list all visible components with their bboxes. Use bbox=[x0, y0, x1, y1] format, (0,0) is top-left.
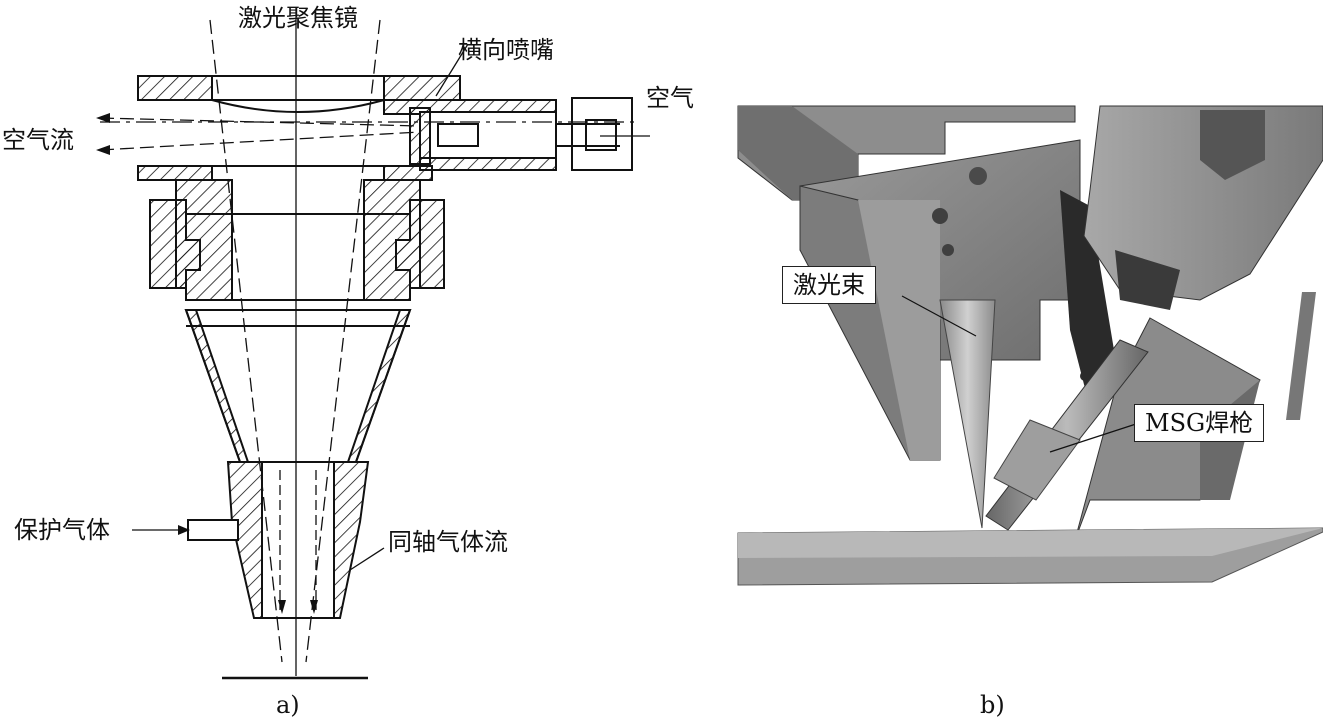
caption-b: b) bbox=[980, 691, 1005, 719]
panel-a-beam-lines bbox=[99, 8, 650, 676]
label-shielding-gas: 保护气体 bbox=[14, 516, 110, 544]
panel-b-render bbox=[737, 105, 1323, 586]
label-focusing-lens: 激光聚焦镜 bbox=[238, 4, 358, 32]
label-msg-torch: MSG焊枪 bbox=[1134, 404, 1265, 442]
label-air: 空气 bbox=[646, 84, 694, 112]
caption-a: a) bbox=[276, 691, 300, 719]
label-transverse-nozzle: 横向喷嘴 bbox=[458, 36, 554, 64]
label-coaxial-gas-flow: 同轴气体流 bbox=[388, 528, 508, 556]
label-air-flow: 空气流 bbox=[2, 126, 74, 154]
panel-a-arrowheads bbox=[96, 113, 318, 614]
panel-a-drawing bbox=[137, 75, 633, 680]
label-laser-beam: 激光束 bbox=[782, 266, 876, 304]
